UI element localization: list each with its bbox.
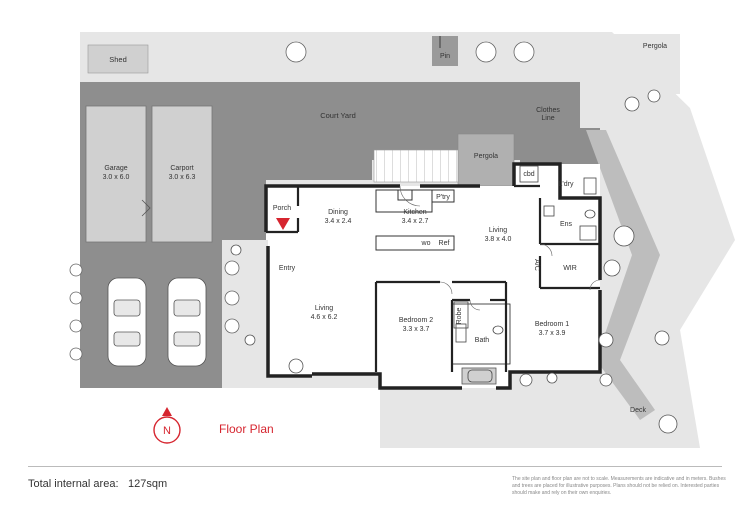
walls <box>264 162 602 390</box>
pergola-mid-label: Pergola <box>474 153 498 160</box>
kitchen-label: Kitchen <box>403 209 426 216</box>
clothes-line-label: Clothes <box>536 107 560 114</box>
entry-arrow-icon <box>276 218 290 230</box>
ensuite-fixtures <box>519 165 597 241</box>
kitchen-size: 3.4 x 2.7 <box>402 218 429 225</box>
door-swings <box>399 185 601 311</box>
bedroom2-label: Bedroom 2 <box>399 317 433 324</box>
garage-size: 3.0 x 6.0 <box>103 174 130 181</box>
wir-label: WIR <box>563 265 577 272</box>
entry-label: Entry <box>279 265 296 272</box>
living-right-size: 3.8 x 4.0 <box>485 236 512 243</box>
car-icon <box>107 277 147 367</box>
compass-icon: N <box>153 407 181 444</box>
pin-label: Pin <box>440 53 450 60</box>
plan-title: Floor Plan <box>219 422 274 436</box>
pin-box <box>432 36 458 66</box>
car-icon <box>167 277 207 367</box>
robe <box>453 301 469 329</box>
footer-divider <box>28 466 722 467</box>
clothes-line-label-2: Line <box>541 115 554 122</box>
bath-label: Bath <box>475 337 490 344</box>
inner-walls <box>266 184 600 372</box>
tree-icon <box>69 41 535 361</box>
stair-block <box>373 149 459 183</box>
diagonal-path <box>586 130 660 420</box>
bedroom1-size: 3.7 x 3.9 <box>539 330 566 337</box>
total-area-value: 127sqm <box>128 478 168 490</box>
porch-label: Porch <box>273 205 291 212</box>
pantry-label: P'try <box>436 194 450 201</box>
living-left-label: Living <box>315 305 333 312</box>
bush-icon <box>230 89 678 434</box>
laundry-label: L'dry <box>559 181 574 188</box>
disclaimer-text: The site plan and floor plan are not to … <box>512 476 726 496</box>
ens-label: Ens <box>560 221 573 228</box>
wo-label: wo <box>421 240 431 247</box>
pergola-top <box>612 34 680 94</box>
garage <box>85 105 147 243</box>
ac-label: A/C <box>533 259 540 271</box>
shed-label: Shed <box>109 55 127 64</box>
footer: Total internal area: 127sqm The site pla… <box>0 466 750 530</box>
ref-label: Ref <box>439 240 450 247</box>
living-right-label: Living <box>489 227 507 234</box>
compass-label: N <box>163 425 171 437</box>
pergola-top-label: Pergola <box>643 43 667 50</box>
court-yard-label: Court Yard <box>320 111 356 120</box>
cbd-label: cbd <box>523 171 534 178</box>
carport-label: Carport <box>170 165 193 172</box>
house-floor <box>266 164 600 388</box>
garage-label: Garage <box>104 165 127 172</box>
bedroom2-size: 3.3 x 3.7 <box>403 326 430 333</box>
kitchen-benches <box>375 189 455 251</box>
bath-floor <box>451 303 511 365</box>
carport <box>151 105 213 243</box>
robe-label: Robe <box>456 308 463 325</box>
deck-label: Deck <box>630 407 646 414</box>
bedroom1-label: Bedroom 1 <box>535 321 569 328</box>
total-area-label: Total internal area: <box>28 478 119 490</box>
carport-size: 3.0 x 6.3 <box>169 174 196 181</box>
shed-box <box>87 44 149 74</box>
dining-size: 3.4 x 2.4 <box>325 218 352 225</box>
dining-label: Dining <box>328 209 348 216</box>
bath-fixtures <box>455 323 504 383</box>
floor-plan: Shed Pin Pergola Court Yard Clothes Line… <box>69 32 735 448</box>
pergola-mid <box>457 133 515 187</box>
living-left-size: 4.6 x 6.2 <box>311 314 338 321</box>
